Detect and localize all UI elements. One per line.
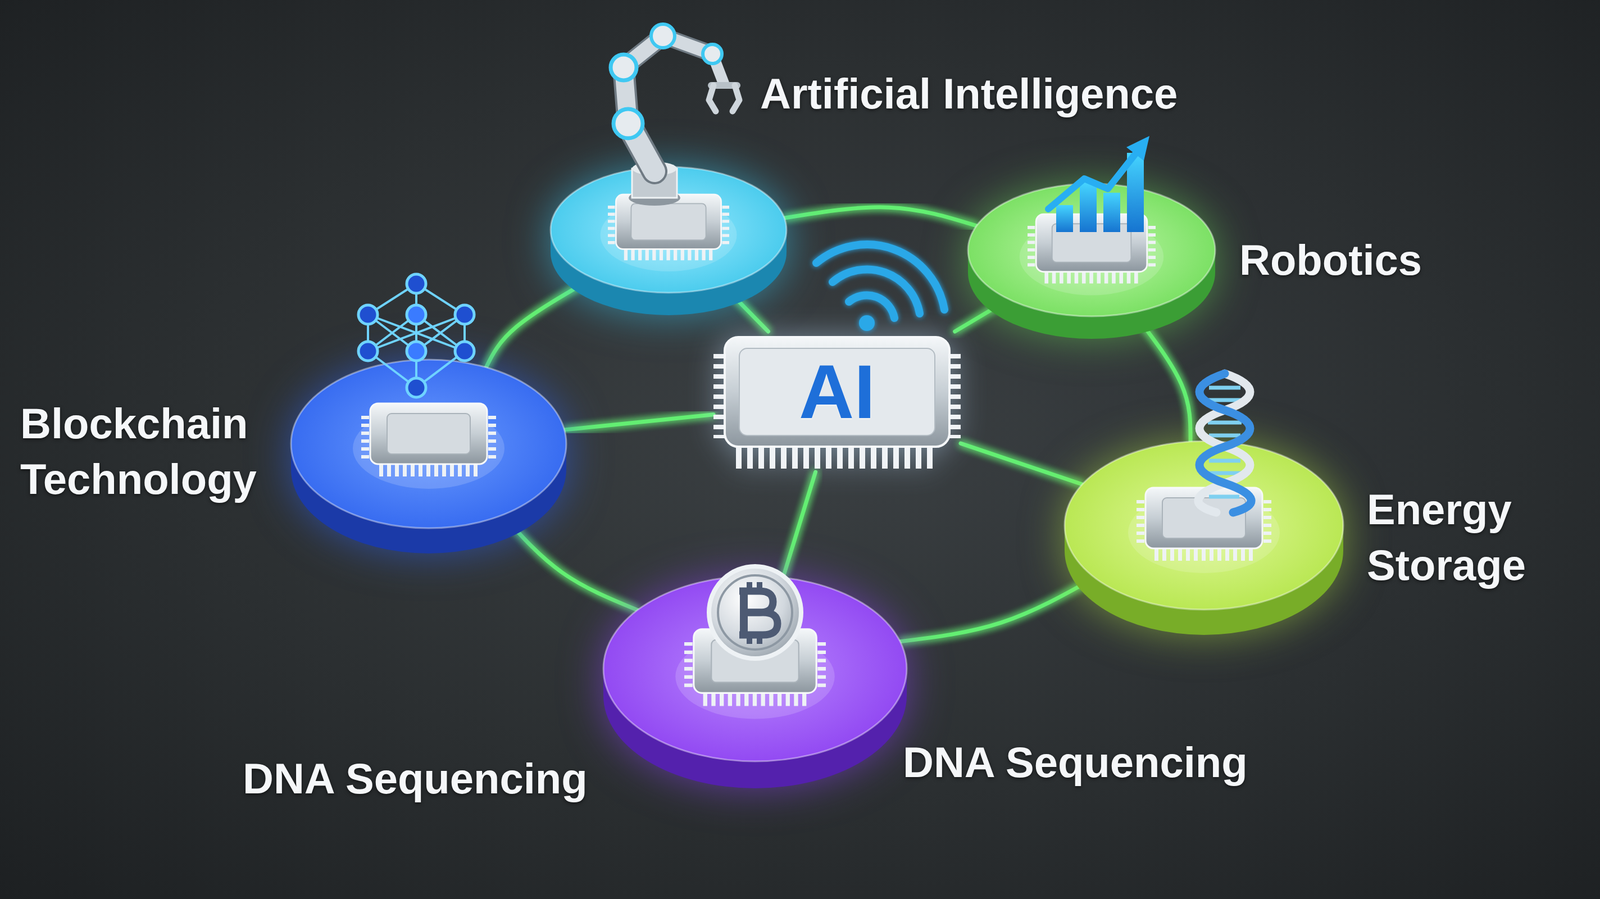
node-label: DNA Sequencing [902,734,1248,791]
node-label: Robotics [1239,232,1422,289]
robot-arm-icon [623,67,629,124]
disc-outline [291,359,567,529]
disc-outline [603,575,907,762]
neural-network-icon [358,305,378,325]
platform-disc: Energy Storage [1064,441,1344,635]
disc-outline [967,183,1216,339]
chip-outline [713,353,725,439]
dna-helix-icon [1208,433,1241,438]
neural-network-icon [367,314,465,352]
circuit-trace [784,207,977,226]
platform-disc: Robotics [967,183,1216,339]
robot-arm-icon [662,35,713,54]
robot-arm-icon [628,123,655,172]
chip-outline [724,337,950,447]
robot-arm-icon [702,44,722,64]
neural-network-icon [463,314,466,352]
disc-outline [550,166,787,293]
neural-network-icon [406,274,426,294]
disc-outline [603,575,907,789]
disc-outline [967,183,1216,317]
robot-arm-icon [613,108,643,139]
circuit-trace [783,471,816,578]
neural-network-icon [416,314,465,352]
dna-helix-icon [1208,385,1241,390]
chip-outline [739,348,935,436]
neural-network-icon [455,341,475,361]
robot-arm-icon [708,85,716,112]
wireless-icon [816,244,945,331]
disc-outline [1064,441,1344,610]
robot-arm-icon [610,54,637,81]
free-label: DNA Sequencing [242,751,588,807]
robot-arm-icon [623,35,663,68]
node-label: Energy Storage [1366,482,1570,594]
neural-network-icon [366,314,370,352]
neural-network-icon [358,341,378,361]
neural-network-icon [416,314,465,352]
circuit-trace [900,577,1095,642]
disc-outline [550,166,787,316]
processor-chip: AI [713,331,961,472]
wireless-icon [848,294,895,318]
platform-disc: DNA Sequencing [603,575,907,789]
neural-network-icon [367,283,417,315]
robot-arm-icon [628,123,655,172]
robot-arm-icon [623,67,629,124]
circuit-trace [564,414,714,430]
circuit-trace [960,443,1083,485]
neural-network-icon [455,305,475,325]
chip-outline [735,446,939,469]
dna-helix-icon [1207,420,1242,425]
neural-network-icon [415,283,418,315]
disc-outline [291,359,567,554]
robot-arm-icon [732,85,740,112]
wireless-icon [858,315,875,331]
neural-network-icon [367,314,465,352]
robot-arm-icon [662,35,713,54]
neural-network-icon [406,341,426,361]
neural-network-icon [367,314,417,352]
node-label: Artificial Intelligence [760,66,1178,122]
chip-label: AI [798,350,876,435]
platform-disc: Artificial Intelligence [550,166,787,316]
chip-outline [949,353,961,439]
dna-helix-icon [1207,398,1242,403]
neural-network-icon [367,314,417,352]
node-label: Blockchain Technology [20,396,290,508]
platform-disc: Blockchain Technology [291,359,567,554]
robot-arm-icon [651,24,675,48]
robot-arm-icon [711,82,738,89]
neural-network-icon [416,283,465,315]
disc-outline [1064,441,1344,635]
bar-chart-icon [1126,135,1150,161]
neural-network-icon [406,305,426,325]
robot-arm-icon [712,53,724,84]
wireless-icon [816,244,945,310]
robot-arm-icon [623,35,663,68]
wireless-icon [832,269,920,314]
neural-network-icon [415,314,418,352]
